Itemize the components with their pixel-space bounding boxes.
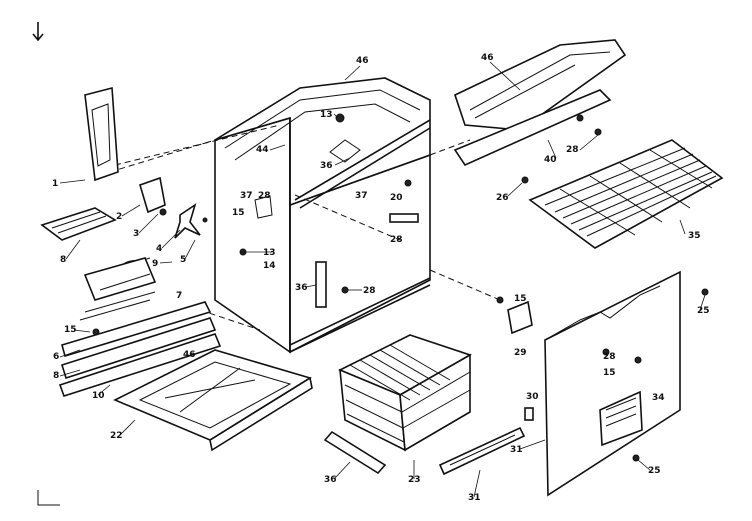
label-13: 13 [263,248,276,258]
label-23: 23 [408,475,421,485]
wire-shelf [528,139,724,249]
label-4: 4 [156,244,162,254]
label-14: 14 [263,261,276,271]
label-7: 7 [176,291,182,301]
label-9: 9 [152,259,158,269]
label-10: 10 [92,391,105,401]
label-25-bottom: 25 [648,466,661,476]
label-37: 37 [355,191,368,201]
label-28-panel: 28 [603,352,616,362]
evaporator-cover [453,39,627,184]
label-35: 35 [688,231,701,241]
label-1: 1 [52,179,58,189]
assembly-lines [99,124,501,331]
label-6: 6 [53,352,59,362]
label-36-mid: 36 [295,283,308,293]
leader-lines [59,61,706,498]
label-2: 2 [116,212,122,222]
label-32: 31 [510,445,523,455]
label-28-upper: 28 [566,145,579,155]
label-8b: 8 [53,371,59,381]
label-15-panel: 15 [603,368,616,378]
label-28-top: 28 [258,191,271,201]
label-44: 44 [256,145,269,155]
label-22: 22 [110,431,123,441]
label-30: 30 [526,392,539,402]
label-31: 31 [468,493,481,503]
label-15-left: 15 [64,325,77,335]
label-20: 20 [390,193,403,203]
label-28-mid: 28 [363,286,376,296]
label-46b: 46 [183,350,196,360]
label-15-right: 15 [514,294,527,304]
wire-basket [323,334,472,475]
label-37b: 37 [240,191,253,201]
back-panel [496,270,709,497]
slide-rail [438,407,534,476]
label-46: 46 [481,53,494,63]
label-26: 26 [496,193,509,203]
cabinet-liner [214,77,431,354]
label-8: 8 [60,255,66,265]
label-28-right: 28 [390,235,403,245]
label-36-top: 36 [320,161,333,171]
corner-marks [32,22,60,506]
label-13-top: 13 [320,110,333,120]
label-24: 46 [356,56,369,66]
label-34: 34 [652,393,665,403]
label-40: 40 [544,155,557,165]
label-3: 3 [133,229,139,239]
label-36-bottom: 36 [324,475,337,485]
label-15-mid: 15 [232,208,245,218]
bottom-tray [113,349,313,452]
label-25-top: 25 [697,306,710,316]
label-29: 29 [514,348,527,358]
callout-labels: 46 46 1 2 3 4 5 8 9 7 15 6 8 10 46 22 13… [52,53,710,503]
left-parts [40,86,222,397]
label-5: 5 [180,255,186,265]
